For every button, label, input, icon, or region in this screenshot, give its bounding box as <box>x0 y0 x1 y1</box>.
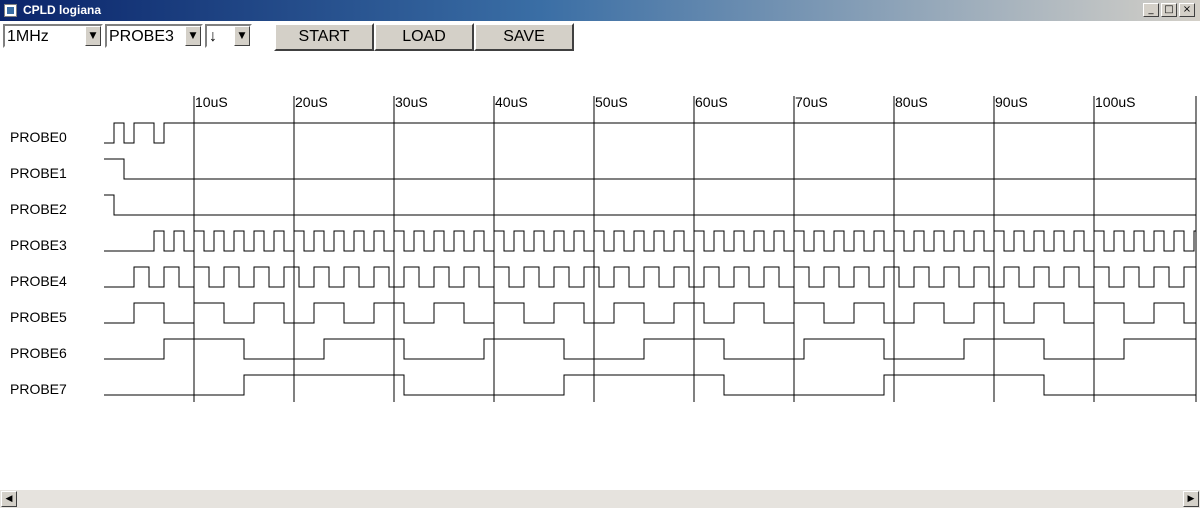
tick-label: 90uS <box>995 94 1028 110</box>
probe-label: PROBE4 <box>10 273 67 289</box>
sample-rate-select[interactable]: 1MHz ▼ <box>3 24 103 48</box>
save-button[interactable]: SAVE <box>474 23 574 51</box>
waveform-probe7 <box>104 374 1196 396</box>
window-title: CPLD logiana <box>23 3 102 17</box>
probe-label: PROBE0 <box>10 129 67 145</box>
trigger-edge-select[interactable]: ↓ ▼ <box>205 24 252 48</box>
title-bar[interactable]: CPLD logiana _ □ × <box>0 0 1200 21</box>
waveform-probe4 <box>104 266 1196 288</box>
tick-label: 10uS <box>195 94 228 110</box>
tick-label: 60uS <box>695 94 728 110</box>
tick-label: 30uS <box>395 94 428 110</box>
waveform-probe5 <box>104 302 1196 324</box>
chevron-down-icon[interactable]: ▼ <box>185 26 201 46</box>
tick-label: 50uS <box>595 94 628 110</box>
probe-label: PROBE1 <box>10 165 67 181</box>
waveform-plot[interactable]: 10uS 20uS 30uS 40uS 50uS 60uS 70uS 80uS 90uS 100u… <box>0 52 1200 490</box>
load-button[interactable]: LOAD <box>374 23 474 51</box>
chevron-down-icon[interactable]: ▼ <box>234 26 250 46</box>
probe-label: PROBE7 <box>10 381 67 397</box>
toolbar: 1MHz ▼ PROBE3 ▼ ↓ ▼ START LOAD SAVE <box>0 22 1200 52</box>
probe-label: PROBE6 <box>10 345 67 361</box>
start-button[interactable]: START <box>274 23 374 51</box>
tick-label: 70uS <box>795 94 828 110</box>
waveform-probe2 <box>104 194 1196 216</box>
app-icon <box>4 4 17 17</box>
maximize-button[interactable]: □ <box>1161 3 1177 17</box>
probe-label: PROBE3 <box>10 237 67 253</box>
tick-label: 100uS <box>1095 94 1135 110</box>
tick-label: 20uS <box>295 94 328 110</box>
minimize-button[interactable]: _ <box>1143 3 1159 17</box>
horizontal-scrollbar[interactable]: ◀ ▶ <box>0 490 1200 508</box>
scroll-left-icon[interactable]: ◀ <box>1 491 17 507</box>
waveform-probe1 <box>104 158 1196 180</box>
waveform-probe6 <box>104 338 1196 360</box>
trigger-probe-value: PROBE3 <box>109 28 174 45</box>
trigger-edge-value: ↓ <box>209 28 217 45</box>
tick-label: 80uS <box>895 94 928 110</box>
window-controls: _ □ × <box>1143 3 1195 17</box>
waveform-probe3 <box>104 230 1196 252</box>
probe-label: PROBE2 <box>10 201 67 217</box>
probe-label: PROBE5 <box>10 309 67 325</box>
scroll-right-icon[interactable]: ▶ <box>1183 491 1199 507</box>
waveform-probe0 <box>104 122 1196 144</box>
trigger-probe-select[interactable]: PROBE3 ▼ <box>105 24 203 48</box>
sample-rate-value: 1MHz <box>7 28 49 45</box>
close-button[interactable]: × <box>1179 3 1195 17</box>
tick-label: 40uS <box>495 94 528 110</box>
chevron-down-icon[interactable]: ▼ <box>85 26 101 46</box>
